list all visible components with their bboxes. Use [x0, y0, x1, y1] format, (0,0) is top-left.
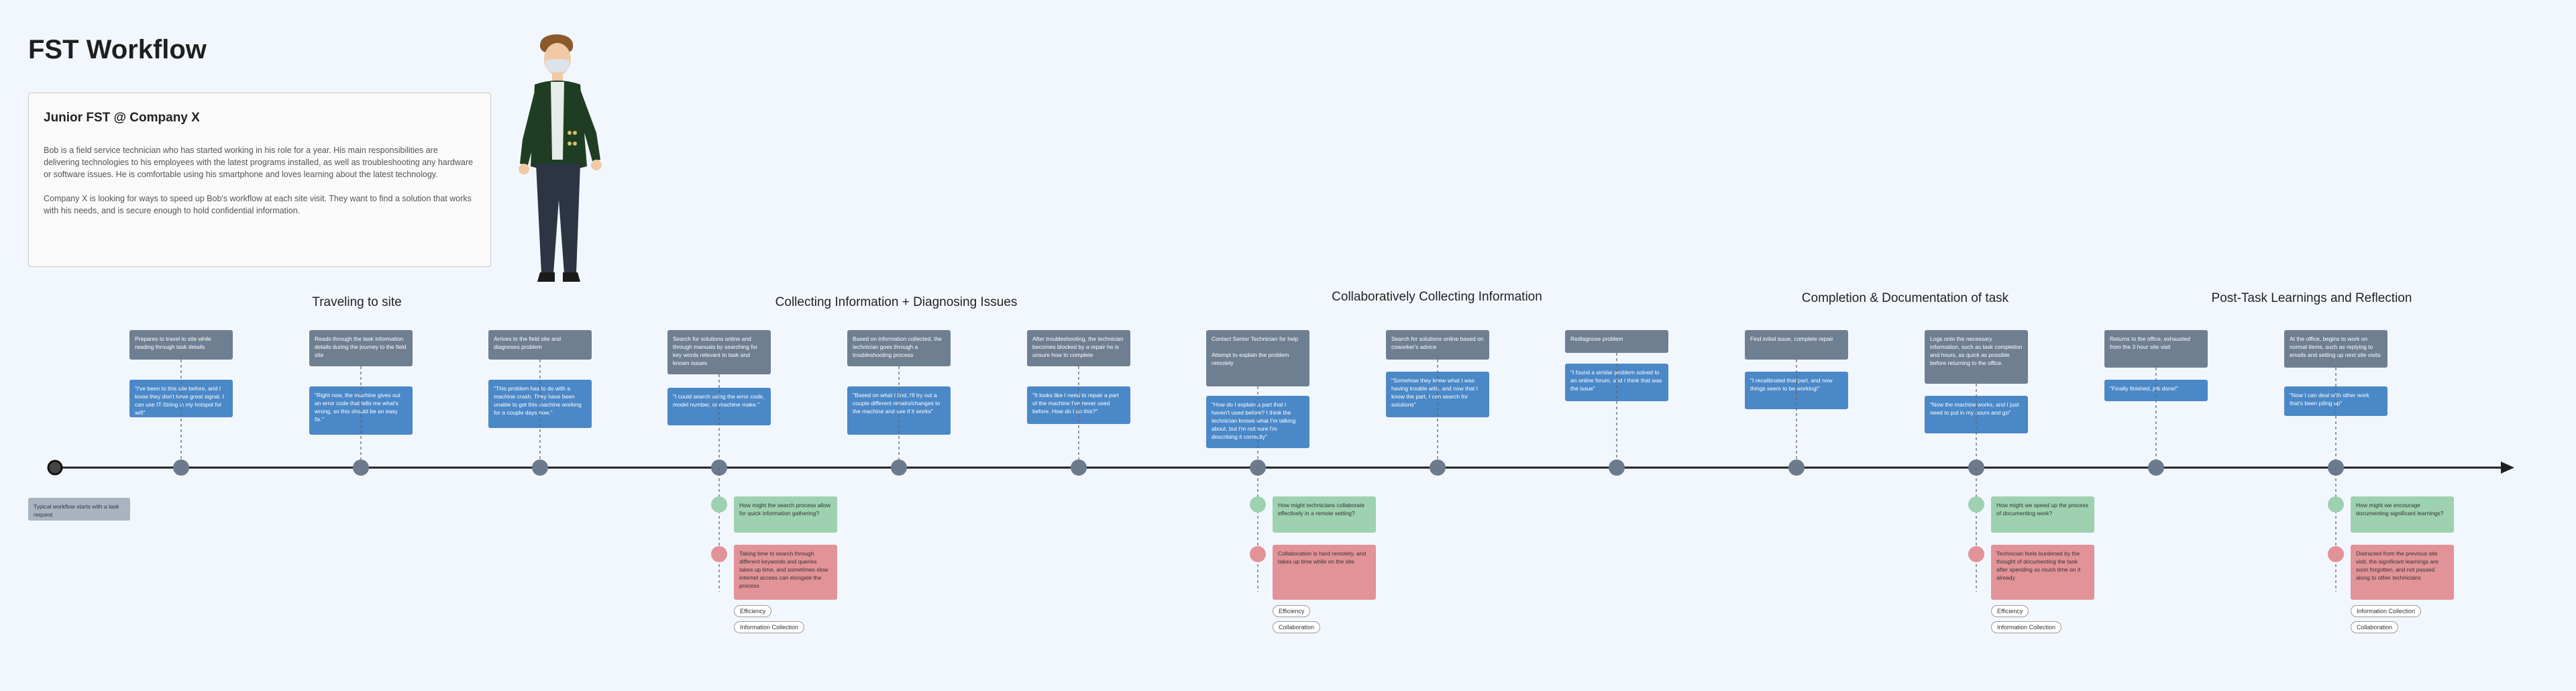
- step-node: [1071, 460, 1087, 476]
- task-card: Contact Senior Technician for help Attem…: [1206, 330, 1309, 386]
- step-node: [2148, 460, 2164, 476]
- pain-point-card: Technician feels burdened by the thought…: [1991, 545, 2094, 600]
- start-card: Typical workflow starts with a task requ…: [28, 498, 130, 521]
- page-title: FST Workflow: [28, 35, 207, 64]
- opportunity-card: How might we speed up the process of doc…: [1991, 496, 2094, 533]
- tag-chip: Collaboration: [1273, 621, 1321, 633]
- pain-point-card: Collaboration is hard remotely, and take…: [1273, 545, 1376, 600]
- persona-card: Junior FST @ Company X Bob is a field se…: [28, 93, 491, 267]
- tag-chip: Collaboration: [2351, 621, 2399, 633]
- pain-point-dot: [2328, 546, 2344, 562]
- step-node: [173, 460, 189, 476]
- phase-label: Completion & Documentation of task: [1801, 291, 2009, 305]
- phase-label: Collaboratively Collecting Information: [1332, 290, 1542, 304]
- tag-chip: Information Collection: [2351, 605, 2422, 617]
- step-node: [353, 460, 369, 476]
- task-card: At the office, begins to work on normal …: [2284, 330, 2387, 368]
- tag-chip: Efficiency: [1273, 605, 1311, 617]
- step-node: [1609, 460, 1625, 476]
- task-card: Logs onto the necessary information, suc…: [1925, 330, 2028, 384]
- tag-chip: Efficiency: [734, 605, 772, 617]
- quote-card: "I found a similar problem solved to an …: [1565, 364, 1668, 401]
- tag-chip: Efficiency: [1991, 605, 2029, 617]
- tag-chip: Information Collection: [1991, 621, 2062, 633]
- phase-label: Traveling to site: [312, 295, 402, 309]
- step-node: [1788, 460, 1805, 476]
- opportunity-card: How might we encourage documenting signi…: [2351, 496, 2454, 533]
- pain-point-dot: [711, 546, 727, 562]
- opportunity-dot: [1250, 496, 1266, 513]
- start-node: [47, 460, 63, 476]
- task-card: Arrives to the field site and diagnoses …: [488, 330, 592, 360]
- phase-label: Collecting Information + Diagnosing Issu…: [775, 295, 1018, 309]
- task-card: Search for solutions online based on cow…: [1386, 330, 1489, 360]
- timeline-arrow-icon: [2501, 462, 2514, 474]
- pain-point-dot: [1250, 546, 1266, 562]
- step-node: [1430, 460, 1446, 476]
- task-card: Find initial issue, complete repair: [1745, 330, 1848, 360]
- pain-point-card: Taking time to search through different …: [734, 545, 837, 600]
- phase-label: Post-Task Learnings and Reflection: [2211, 291, 2412, 305]
- pain-point-card: Distracted from the previous site visit,…: [2351, 545, 2454, 600]
- task-card: Redlagnose problem: [1565, 330, 1668, 353]
- opportunity-dot: [2328, 496, 2344, 513]
- task-card: Based on information collected, the tech…: [847, 330, 951, 366]
- task-card: After troubleshooting, the technician be…: [1027, 330, 1130, 366]
- technician-illustration: [519, 34, 602, 282]
- task-card: Returns to the office, exhausted from th…: [2104, 330, 2208, 368]
- persona-description: Bob is a field service technician who ha…: [44, 146, 473, 179]
- task-card: Search for solutions online and through …: [667, 330, 771, 374]
- tag-chip: Information Collection: [734, 621, 805, 633]
- opportunity-dot: [1968, 496, 1984, 513]
- persona-title: Junior FST @ Company X: [44, 111, 200, 125]
- task-card: Reads through the task information detai…: [309, 330, 413, 366]
- persona-goal: Company X is looking for ways to speed u…: [44, 194, 472, 215]
- opportunity-card: How might technicians collaborate effect…: [1273, 496, 1376, 533]
- opportunity-card: How might the search process allow for q…: [734, 496, 837, 533]
- opportunity-dot: [711, 496, 727, 513]
- pain-point-dot: [1968, 546, 1984, 562]
- task-card: Prepares to travel to site while reading…: [129, 330, 233, 360]
- step-node: [532, 460, 548, 476]
- step-node: [891, 460, 907, 476]
